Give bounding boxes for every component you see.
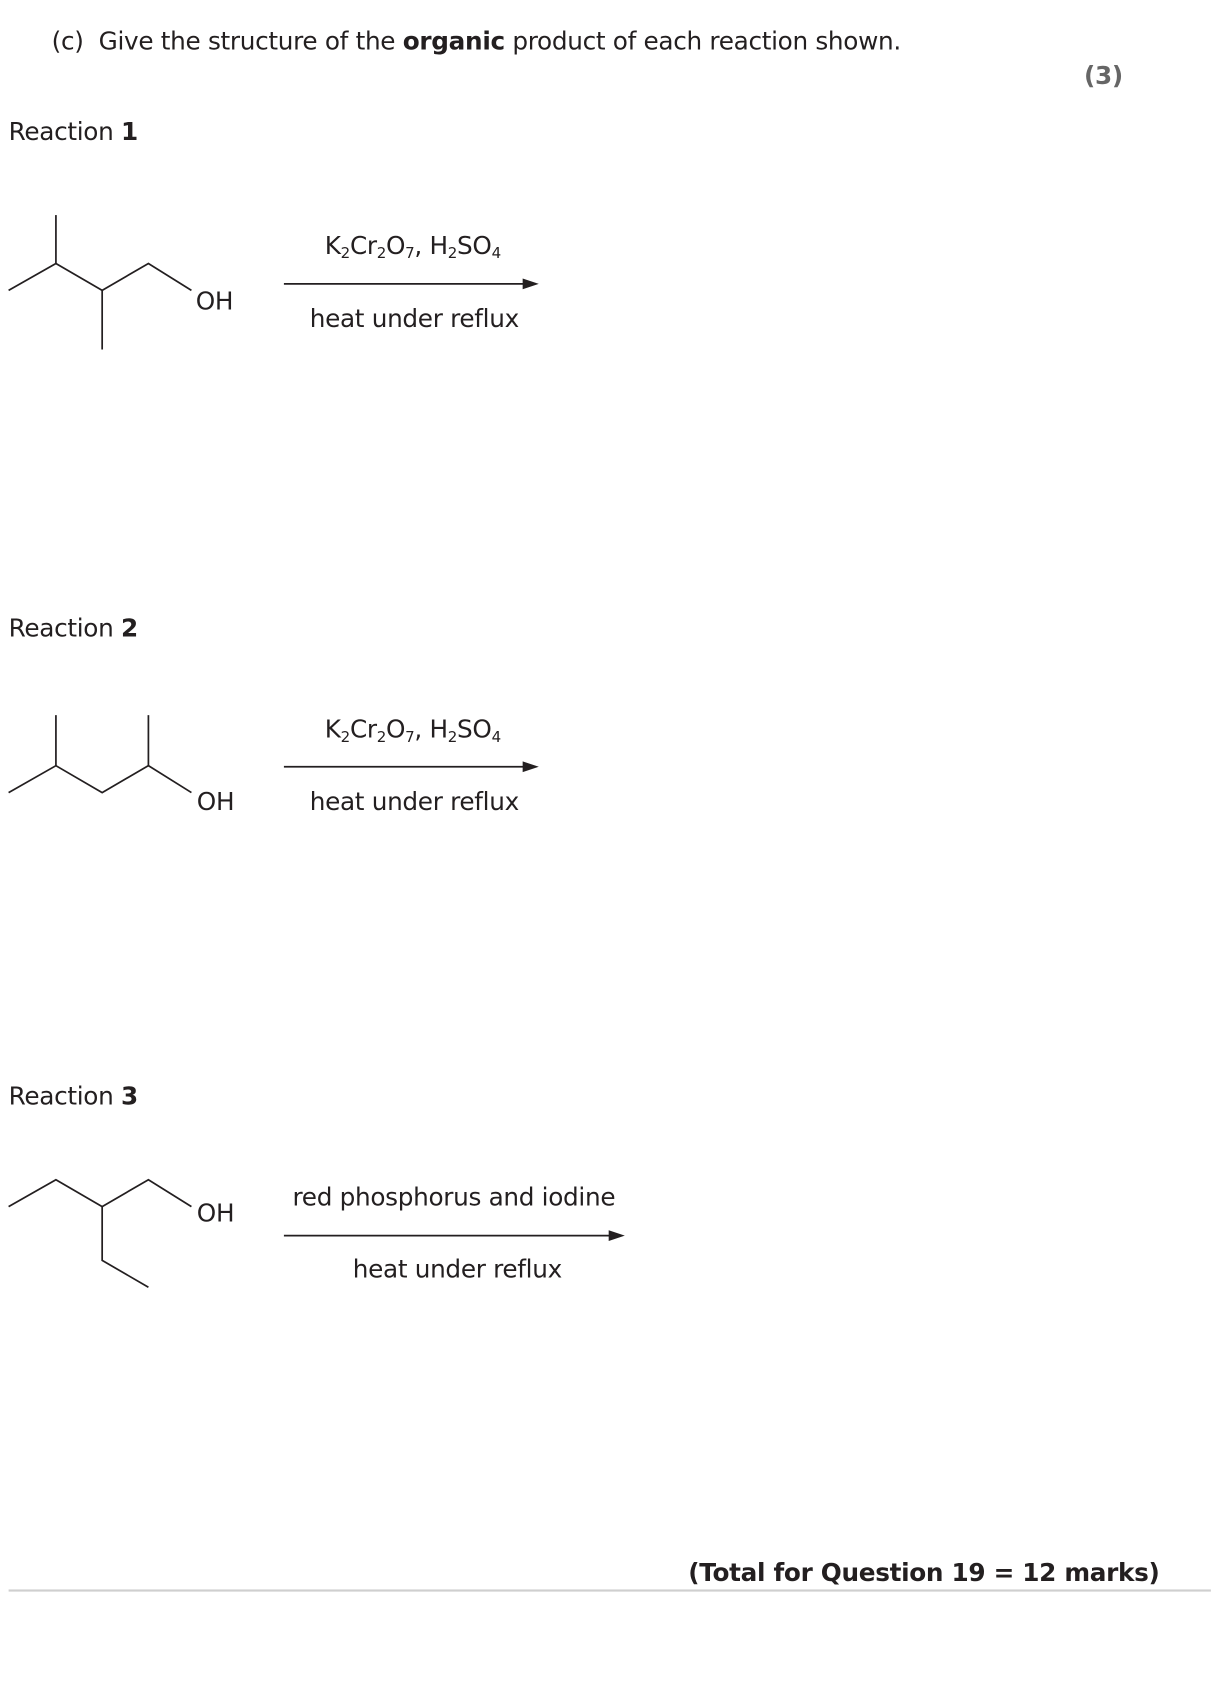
- hydroxyl-label: OH: [196, 1200, 235, 1229]
- reagents: K2Cr2O7, H2SO4: [324, 232, 501, 263]
- reaction-2-arrow-icon: [283, 761, 539, 773]
- conditions: heat under reflux: [352, 1256, 562, 1285]
- conditions: heat under reflux: [309, 788, 519, 817]
- question-total: (Total for Question 19 = 12 marks): [688, 1559, 1160, 1588]
- reaction-2-skeletal-structure: [8, 715, 192, 794]
- reaction-1-heading: Reaction 1: [8, 118, 139, 147]
- prompt-bold: organic: [402, 27, 505, 56]
- marks: (3): [1084, 62, 1123, 91]
- conditions: heat under reflux: [309, 305, 519, 334]
- hydroxyl-label: OH: [195, 288, 234, 317]
- reaction-3-arrow-icon: [283, 1230, 625, 1242]
- divider: [8, 1589, 1211, 1592]
- question-label: (c): [51, 27, 84, 56]
- reaction-3-skeletal-structure: [8, 1178, 192, 1288]
- reaction-1-arrow-icon: [283, 278, 539, 290]
- reaction-1-skeletal-structure: [8, 215, 192, 350]
- reaction-2-heading: Reaction 2: [8, 615, 139, 644]
- reagents: red phosphorus and iodine: [292, 1184, 616, 1212]
- question-prompt: (c) Give the structure of the organic pr…: [51, 27, 902, 56]
- prompt-text-end: product of each reaction shown.: [512, 27, 901, 56]
- prompt-text: Give the structure of the: [98, 27, 396, 56]
- reaction-3-heading: Reaction 3: [8, 1082, 139, 1111]
- reagents: K2Cr2O7, H2SO4: [324, 716, 501, 747]
- hydroxyl-label: OH: [196, 788, 235, 817]
